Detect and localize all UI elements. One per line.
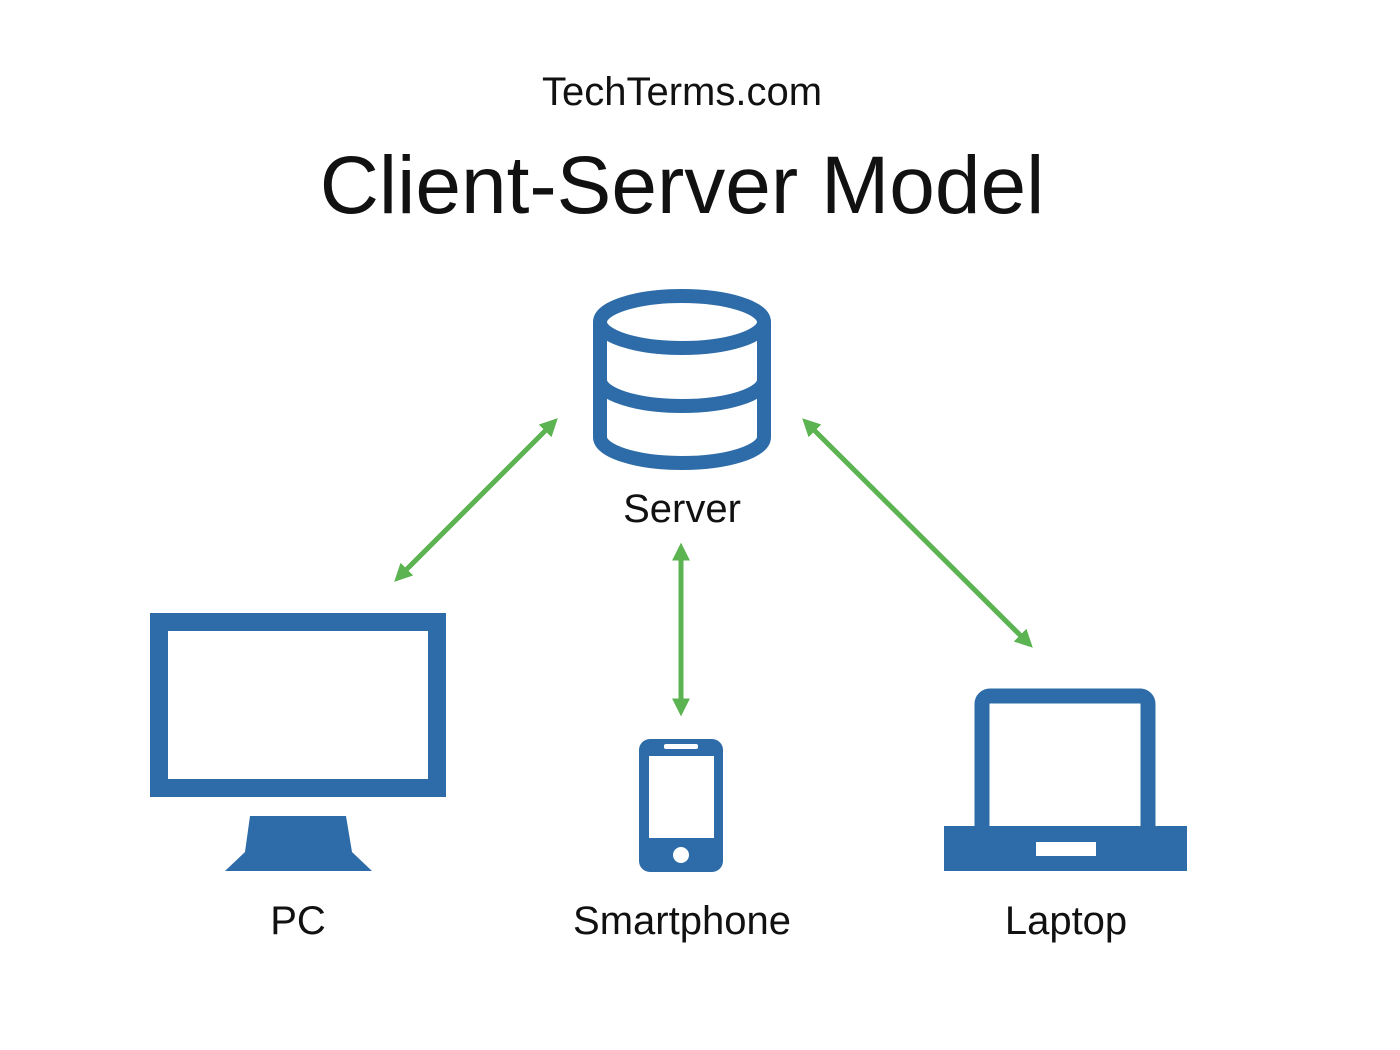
smartphone-label: Smartphone — [573, 899, 791, 943]
laptop-label: Laptop — [1004, 899, 1128, 943]
pc-label: PC — [270, 899, 326, 943]
arrow-server-pc — [394, 418, 558, 582]
site-name: TechTerms.com — [541, 70, 823, 114]
smartphone-icon — [639, 739, 723, 872]
database-server-icon — [593, 289, 771, 470]
laptop-icon — [944, 688, 1187, 871]
connection-arrows — [394, 418, 1033, 717]
desktop-monitor-icon — [150, 613, 446, 871]
server-label: Server — [623, 487, 741, 531]
page-title: Client-Server Model — [319, 140, 1045, 231]
arrow-server-laptop — [802, 418, 1033, 648]
